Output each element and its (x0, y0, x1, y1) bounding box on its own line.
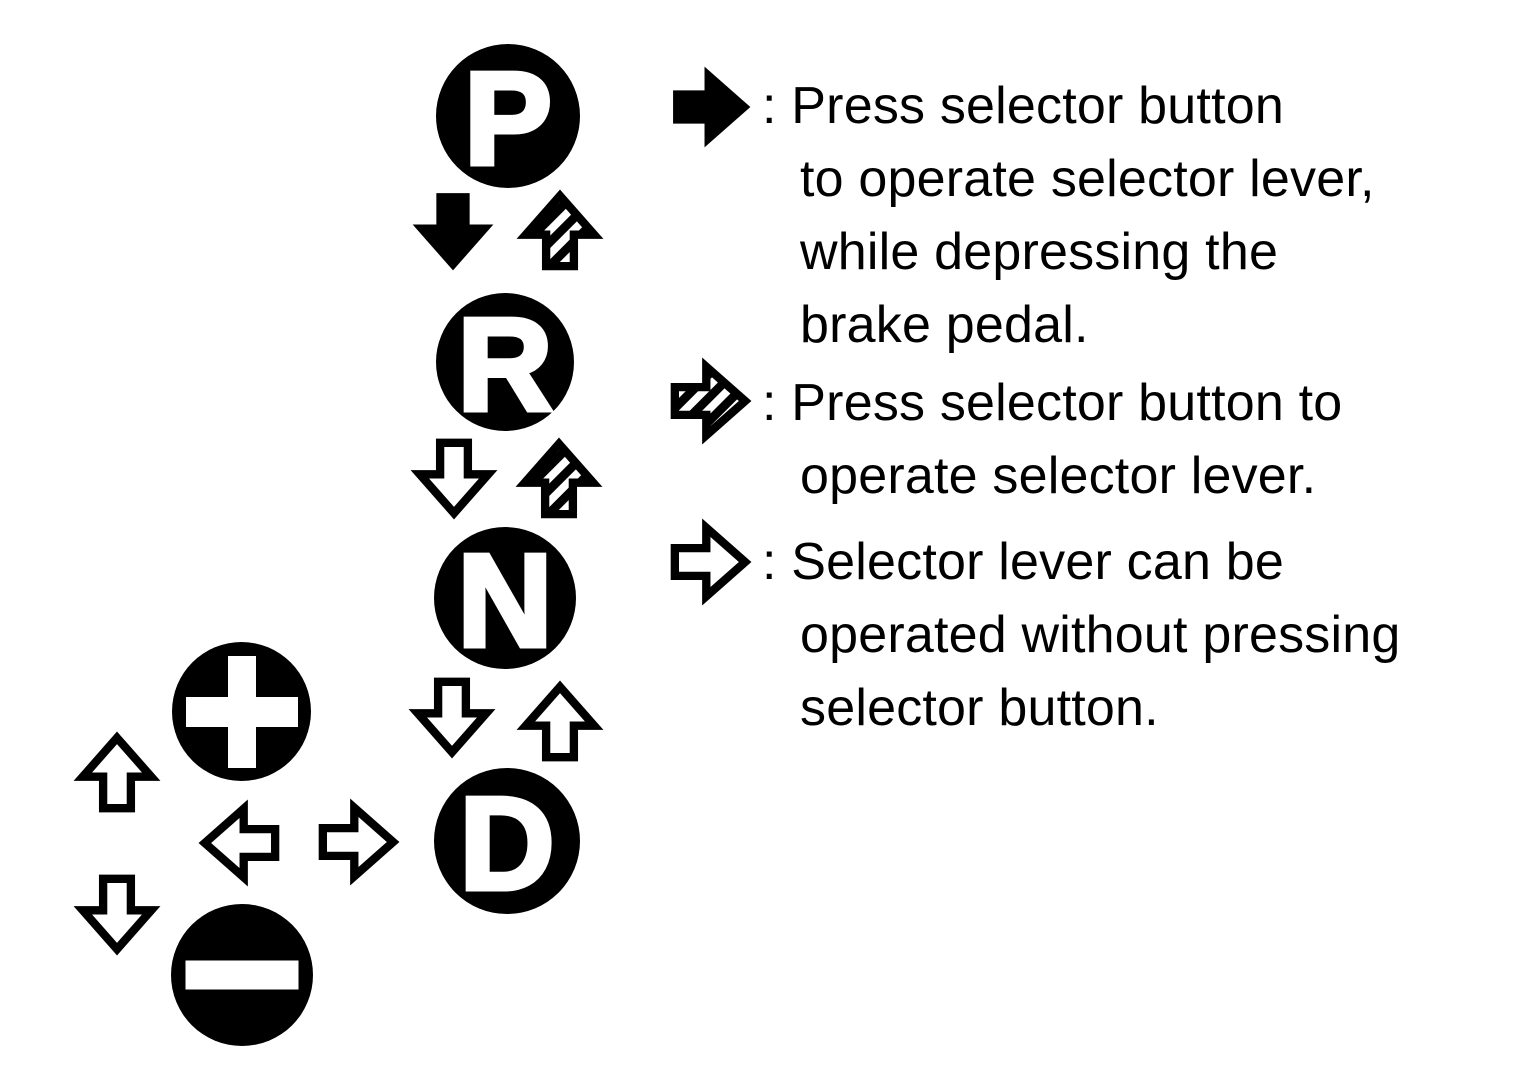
outline-up-arrow-to-plus-icon (80, 734, 154, 812)
legend-line: to operate selector lever, (800, 150, 1375, 208)
gear-circle-plus (172, 642, 311, 781)
outline-down-arrow-r-to-n-icon (417, 439, 491, 517)
plus-icon (172, 642, 311, 781)
gear-circle-park: P (436, 44, 580, 188)
hatched-up-arrow-r-to-p-icon (523, 192, 597, 270)
gear-circle-minus (171, 904, 313, 1046)
outline-down-arrow-n-to-d-icon (415, 678, 489, 756)
legend-line: operate selector lever. (800, 447, 1317, 505)
legend-outline-right-arrow-icon (671, 525, 749, 599)
legend-line: brake pedal. (800, 296, 1089, 354)
legend-line: : Press selector button to (762, 374, 1343, 432)
legend-line: while depressing the (800, 223, 1279, 281)
outline-down-arrow-to-minus-icon (80, 875, 154, 953)
outline-left-arrow-to-manual-icon (201, 806, 279, 880)
gear-letter-reverse: R (455, 291, 555, 438)
outline-up-arrow-d-to-n-icon (523, 683, 597, 761)
gear-circle-neutral: N (434, 527, 576, 669)
gear-circle-drive: D (434, 768, 580, 914)
legend-line: operated without pressing (800, 606, 1401, 664)
legend-hatched-right-arrow-icon (671, 364, 749, 438)
gear-letter-park: P (461, 45, 554, 192)
legend-line: : Selector lever can be (762, 533, 1284, 591)
gear-circle-reverse: R (436, 291, 574, 438)
solid-down-arrow-p-to-r-icon (416, 192, 490, 270)
minus-icon (171, 904, 313, 1046)
legend-item-no-button: : Selector lever can be operated without… (762, 526, 1401, 745)
legend-item-press-button: : Press selector button to operate selec… (762, 367, 1342, 513)
legend-line: : Press selector button (762, 77, 1284, 135)
legend-line: selector button. (800, 679, 1159, 737)
legend-solid-right-arrow-icon (672, 70, 750, 144)
hatched-up-arrow-n-to-r-icon (522, 440, 596, 518)
gear-letter-neutral: N (455, 527, 555, 674)
outline-right-arrow-to-d-icon (319, 805, 397, 879)
gear-letter-drive: D (457, 770, 557, 917)
legend-item-press-with-brake: : Press selector button to operate selec… (762, 70, 1375, 362)
